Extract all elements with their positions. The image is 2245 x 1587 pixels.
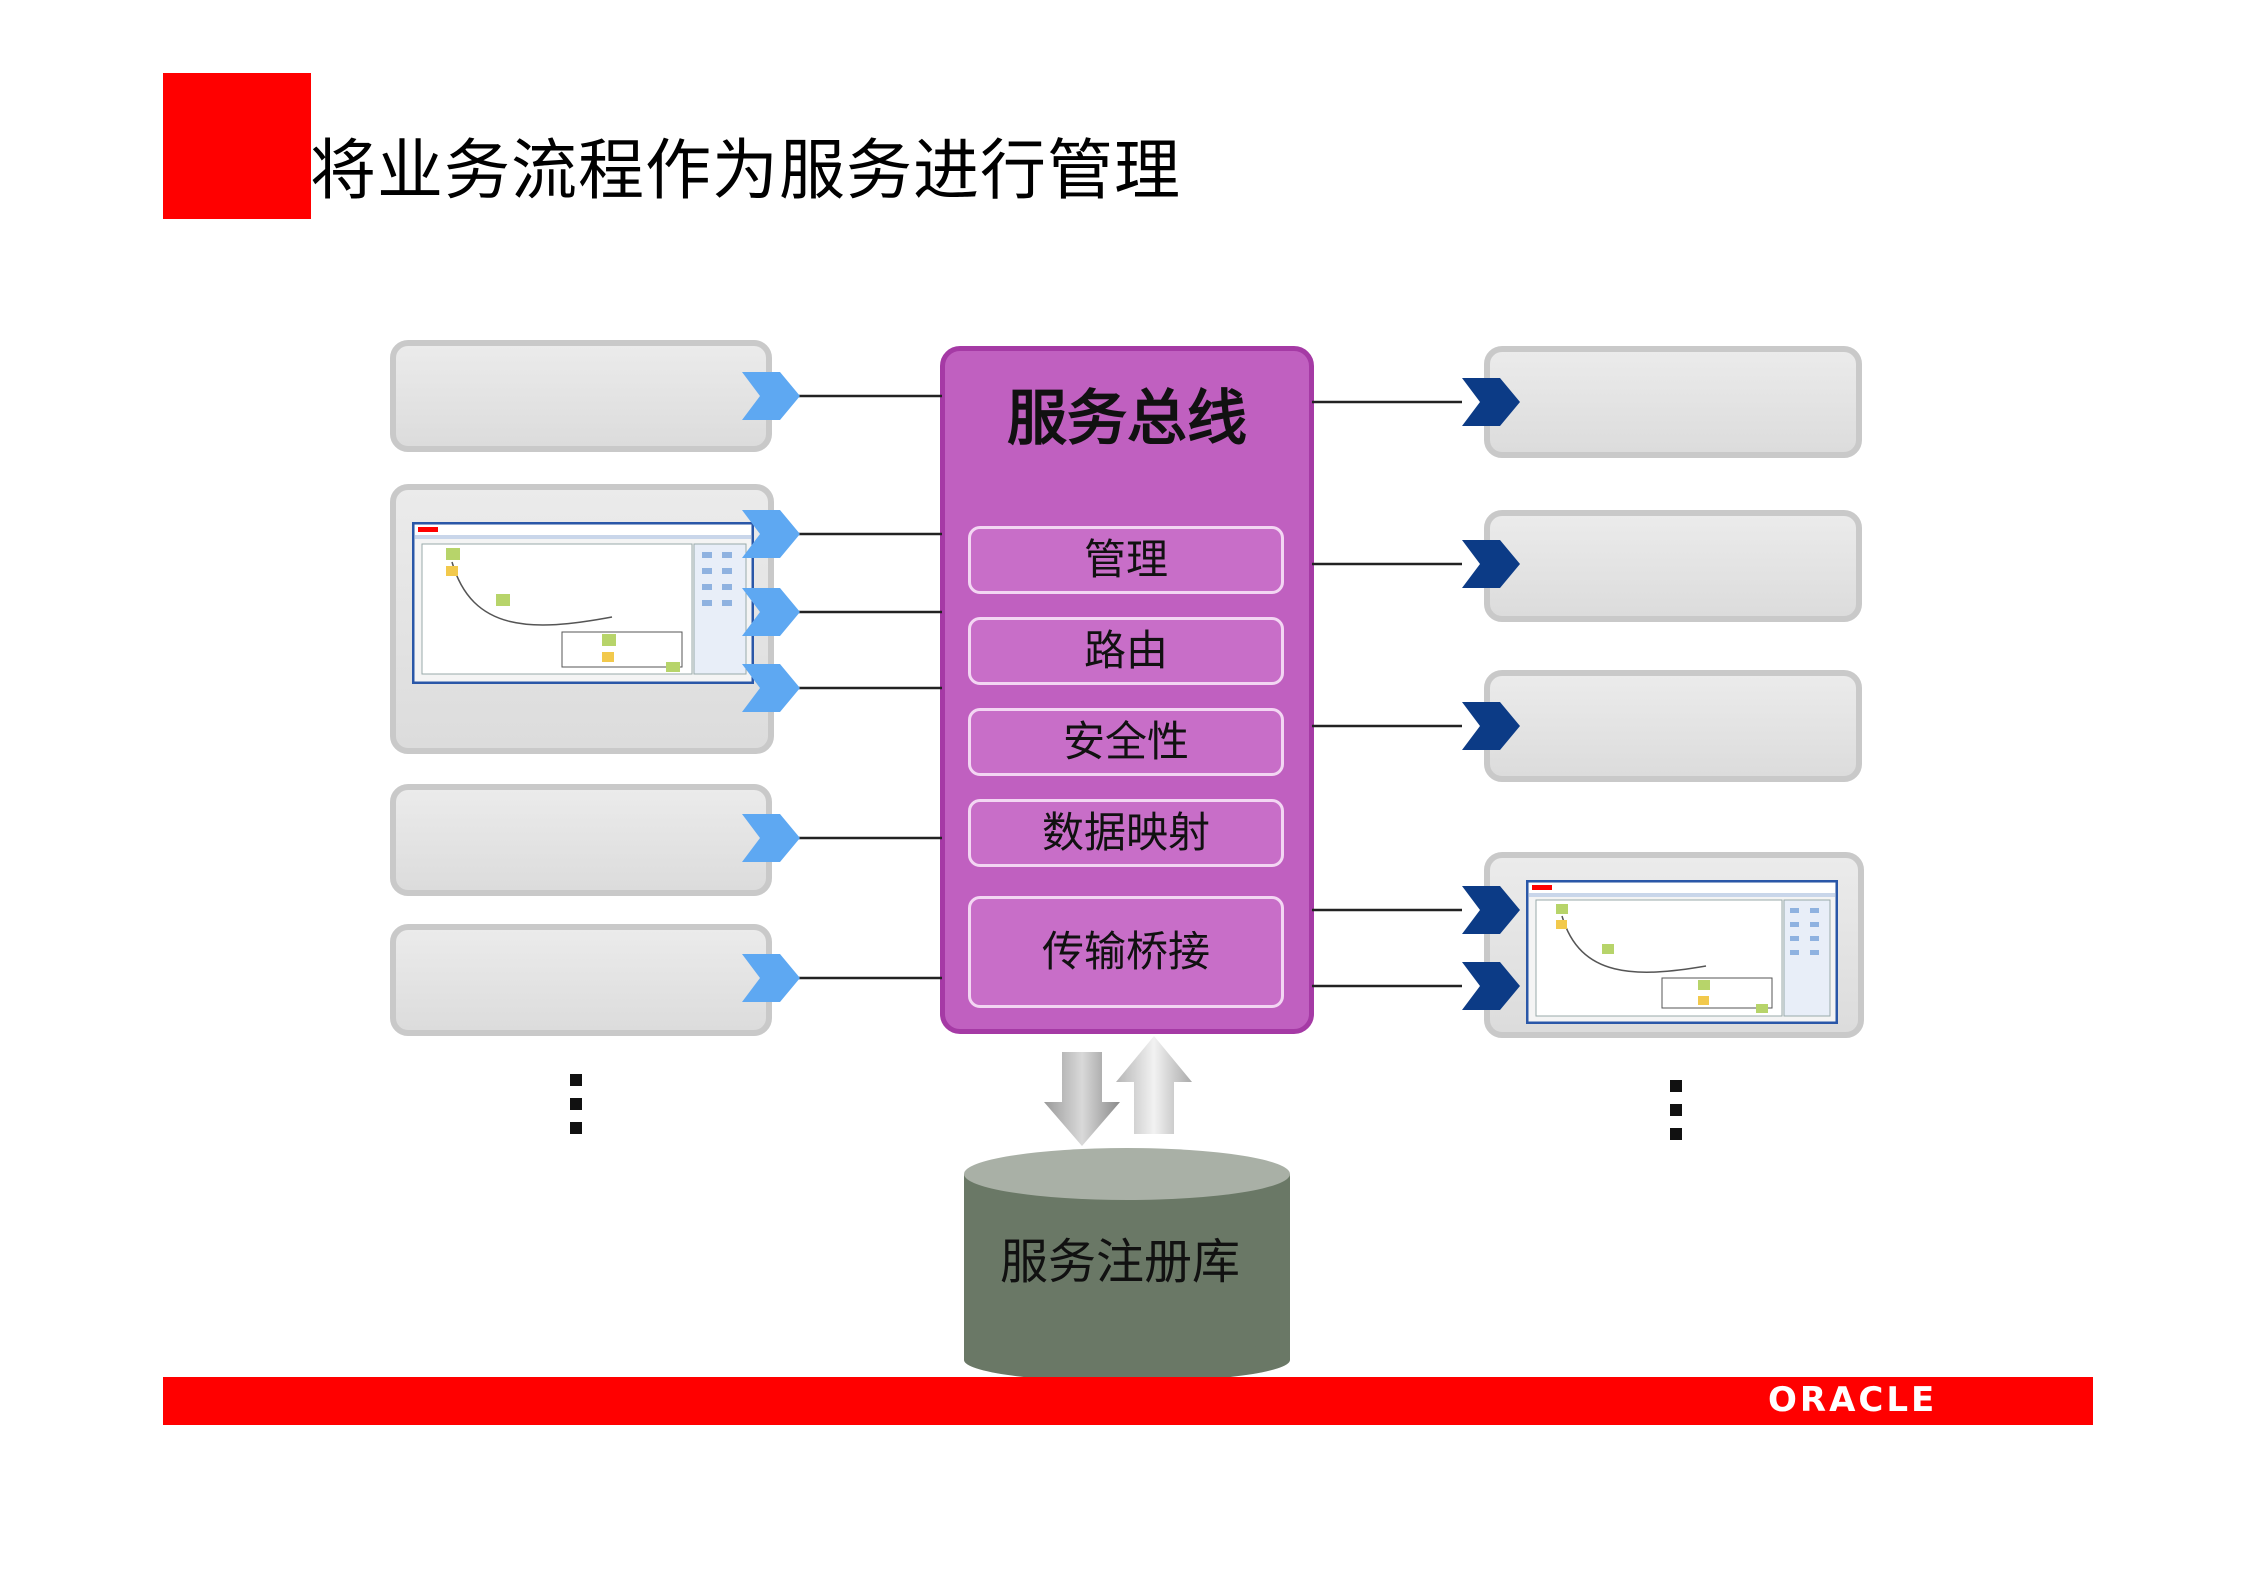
process-designer-thumbnail-left	[412, 522, 754, 684]
left-service-box-1	[390, 340, 772, 452]
service-repository-label: 服务注册库	[999, 1234, 1240, 1290]
right-connector-lines	[1312, 400, 1462, 988]
right-service-box-2	[1484, 510, 1862, 622]
service-bus-title: 服务总线	[1007, 384, 1247, 454]
title-accent-square	[163, 73, 311, 219]
process-designer-thumbnail-right	[1526, 880, 1838, 1024]
arrow-up-to-bus	[1116, 1036, 1192, 1134]
service-repository-cylinder	[964, 1148, 1290, 1382]
continuation-dots-left	[570, 1074, 582, 1134]
left-service-box-3	[390, 924, 772, 1036]
bus-function-security: 安全性	[968, 708, 1284, 776]
bus-function-transport-bridging: 传输桥接	[968, 896, 1284, 1008]
page-title: 将业务流程作为服务进行管理	[310, 132, 1181, 209]
bus-function-data-mapping: 数据映射	[968, 799, 1284, 867]
left-chevrons	[742, 372, 800, 1002]
continuation-dots-right	[1670, 1080, 1682, 1140]
left-connector-lines	[798, 394, 942, 980]
bus-function-routing: 路由	[968, 617, 1284, 685]
right-service-box-3	[1484, 670, 1862, 782]
right-chevrons	[1462, 378, 1520, 1010]
arrow-down-to-repository	[1044, 1052, 1120, 1146]
right-service-box-1	[1484, 346, 1862, 458]
oracle-logo: ORACLE	[1768, 1380, 1938, 1420]
bus-function-management: 管理	[968, 526, 1284, 594]
footer-bar	[163, 1377, 2093, 1425]
